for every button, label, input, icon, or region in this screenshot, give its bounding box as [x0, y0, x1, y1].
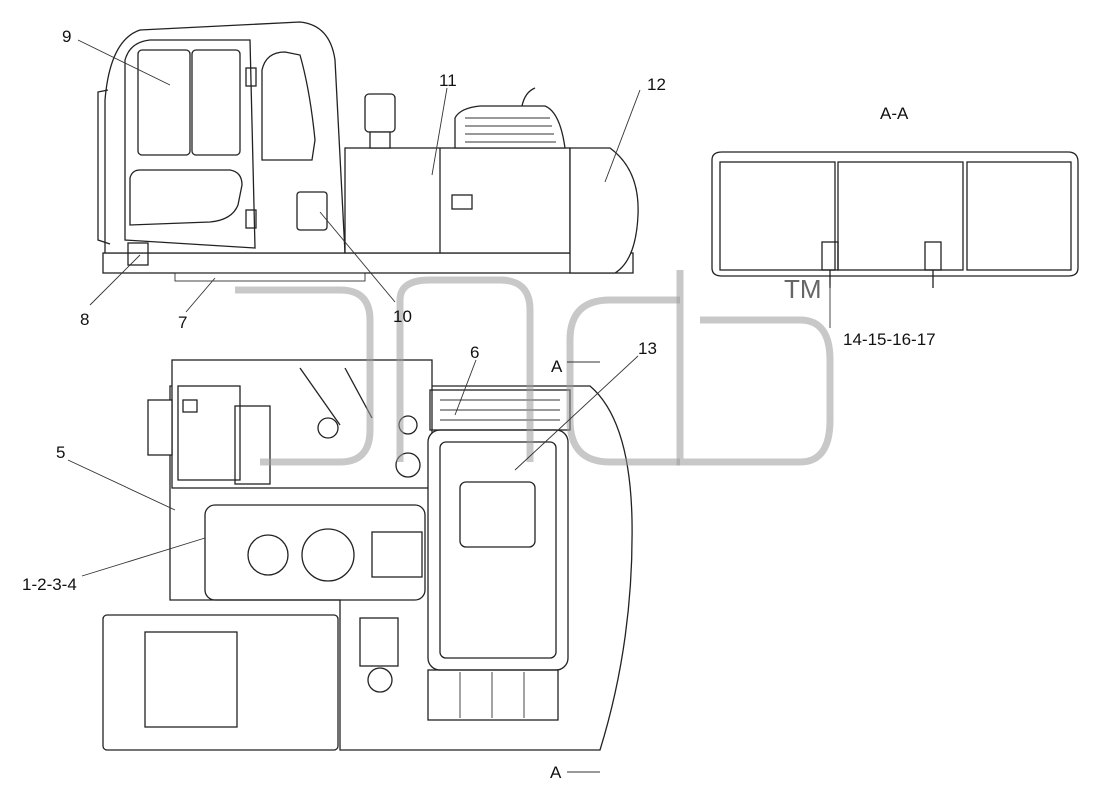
leader-13: [514, 355, 639, 471]
callout-7: 7: [178, 313, 187, 332]
watermark-tm: TM: [784, 274, 822, 304]
step-block: [147, 399, 173, 456]
callout-14-15-16-17: 14-15-16-17: [843, 330, 936, 349]
callout-1-2-3-4: 1-2-3-4: [22, 575, 77, 594]
swing-motor: [301, 528, 355, 582]
section-compartment-mid: [837, 161, 964, 271]
callout-13: 13: [638, 339, 657, 358]
tank-switch: [182, 399, 198, 413]
side-vent: [296, 191, 328, 231]
callout-5: 5: [56, 443, 65, 462]
tank-block: [171, 359, 433, 489]
cab-window-front-2: [191, 49, 241, 156]
radiator-slots: [459, 672, 525, 718]
top-grille-slots: [440, 399, 560, 421]
leader-1: [81, 537, 206, 577]
cab-door: [124, 39, 256, 249]
body-housing: [344, 147, 571, 254]
watermark-letter-4: [676, 270, 834, 466]
filler-cap-3: [395, 452, 421, 478]
hose-1: [299, 367, 341, 426]
leader-lines: [67, 39, 831, 773]
cab-outline: [104, 21, 346, 254]
valve-block: [371, 531, 423, 578]
engine-hood: [454, 105, 566, 149]
watermark: TM: [235, 270, 834, 466]
callout-10: 10: [393, 307, 412, 326]
tank-left: [177, 385, 241, 481]
engine-compartment: [427, 429, 569, 671]
top-view: [102, 359, 633, 751]
muffler-cap: [364, 93, 396, 133]
housing-latch: [451, 194, 473, 210]
section-view-a-a: [711, 151, 1079, 288]
hood-grille: [465, 117, 556, 143]
leader-5: [67, 459, 176, 511]
radiator-grille: [427, 669, 559, 721]
side-turntable: [174, 272, 366, 282]
engine-compartment-inner: [439, 441, 557, 659]
filler-cap: [317, 417, 339, 439]
side-view: [97, 21, 639, 282]
leader-11: [431, 87, 448, 176]
leader-7: [185, 277, 216, 313]
leader-12: [604, 89, 641, 183]
pump-1: [247, 534, 289, 576]
section-marker-bottom: A: [550, 763, 562, 782]
cab-hinge-top: [245, 67, 257, 87]
cab-window-side: [261, 51, 316, 161]
callout-6: 6: [470, 343, 479, 362]
callout-8: 8: [80, 310, 89, 329]
leader-9: [77, 39, 171, 86]
counterweight: [569, 147, 639, 274]
leader-6: [454, 359, 477, 416]
center-vent: [359, 617, 399, 667]
section-view-title: A-A: [880, 104, 909, 123]
callout-12: 12: [647, 75, 666, 94]
section-compartment-left: [719, 161, 836, 271]
section-outline: [711, 151, 1079, 277]
hood-handle: [521, 87, 536, 107]
muffler-pipe: [369, 131, 391, 149]
cab-top: [102, 614, 339, 751]
center-joint: [367, 667, 393, 693]
section-marker-top: A: [551, 357, 563, 376]
tank-panel: [234, 405, 271, 485]
cab-window-front: [137, 49, 191, 156]
cab-handrail: [97, 89, 111, 245]
watermark-letter-1: [235, 286, 374, 466]
cab-top-roof-window: [144, 631, 238, 728]
callout-9: 9: [62, 27, 71, 46]
pump-frame: [204, 504, 426, 601]
section-compartment-right: [966, 161, 1072, 271]
leader-10: [319, 211, 396, 303]
leader-8: [89, 254, 141, 306]
callout-11: 11: [439, 71, 457, 90]
watermark-letter-2: [396, 276, 534, 462]
watermark-letter-3: [566, 296, 680, 466]
cab-light: [127, 242, 149, 266]
control-valve: [459, 481, 536, 548]
cab-hinge-bottom: [245, 209, 257, 229]
cab-window-lower: [129, 169, 243, 226]
